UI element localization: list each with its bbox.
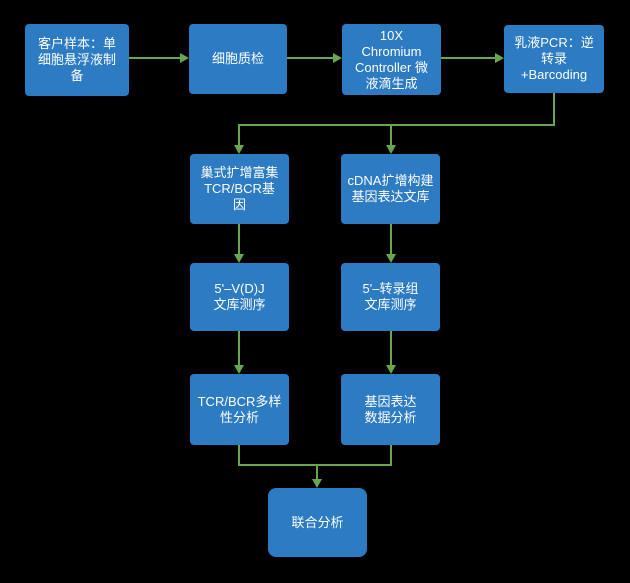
- arrowhead-nested-to-vdj-icon: [234, 254, 244, 263]
- connector-qc-to-chromium: [287, 57, 335, 59]
- connector-cdna-to-transcriptome: [390, 224, 392, 255]
- connector-chromium-to-pcr: [441, 57, 497, 59]
- node-tcr-bcr-analysis: TCR/BCR多样 性分析: [190, 374, 289, 445]
- arrowhead-chromium-to-pcr-icon: [495, 53, 504, 63]
- connector-vdj-to-tcranalysis: [238, 331, 240, 366]
- arrowhead-pcr-to-cdna-icon: [386, 145, 396, 154]
- node-vdj-seq: 5'–V(D)J 文库测序: [190, 263, 289, 331]
- connector-merge-to-joint: [316, 464, 318, 481]
- arrowhead-sample-to-qc-icon: [180, 53, 189, 63]
- node-joint-analysis: 联合分析: [268, 488, 367, 557]
- arrowhead-transcriptome-to-geneexp-icon: [386, 365, 396, 374]
- connector-pcr-branch-stem: [553, 93, 555, 126]
- connector-transcriptome-to-geneexp: [390, 331, 392, 366]
- connector-geneexp-drop: [390, 445, 392, 466]
- connector-merge-bar: [238, 464, 392, 466]
- node-chromium-droplet: 10X Chromium Controller 微 液滴生成: [342, 24, 441, 95]
- node-emulsion-pcr: 乳液PCR：逆 转录 +Barcoding: [504, 25, 604, 93]
- connector-nested-to-vdj: [238, 224, 240, 255]
- node-sample-prep: 客户样本：单 细胞悬浮液制 备: [25, 24, 129, 96]
- arrowhead-cdna-to-transcriptome-icon: [386, 254, 396, 263]
- connector-pcr-to-nested: [238, 124, 240, 147]
- node-gene-exp-analysis: 基因表达 数据分析: [341, 374, 440, 445]
- node-cell-qc: 细胞质检: [189, 24, 287, 94]
- node-transcriptome-seq: 5'–转录组 文库测序: [341, 263, 440, 331]
- connector-pcr-branch-bar: [238, 124, 555, 126]
- arrowhead-pcr-to-nested-icon: [234, 145, 244, 154]
- arrowhead-vdj-to-tcranalysis-icon: [234, 365, 244, 374]
- node-nested-amp: 巢式扩增富集 TCR/BCR基 因: [190, 154, 289, 224]
- arrowhead-qc-to-chromium-icon: [333, 53, 342, 63]
- arrowhead-merge-to-joint-icon: [312, 479, 322, 488]
- node-cdna-library: cDNA扩增构建 基因表达文库: [341, 154, 440, 224]
- connector-tcranalysis-drop: [238, 445, 240, 466]
- connector-sample-to-qc: [129, 57, 182, 59]
- connector-pcr-to-cdna: [390, 124, 392, 147]
